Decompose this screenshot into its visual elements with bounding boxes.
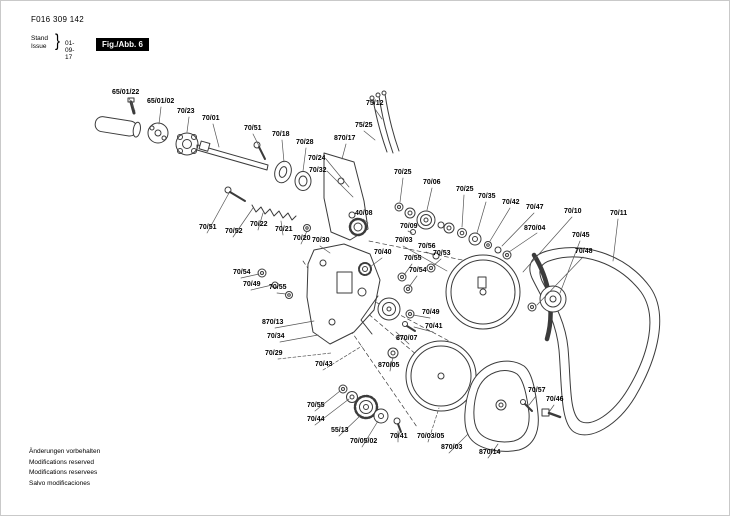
washer-small (303, 224, 311, 232)
roller-assembly (94, 97, 141, 138)
washer-small-hole (305, 226, 309, 230)
drive-shaft (196, 140, 269, 171)
guard-screws (520, 399, 562, 419)
upper-pulley (445, 254, 521, 330)
sprocket-cluster (338, 384, 402, 433)
figure-badge: Fig./Abb. 6 (96, 38, 149, 51)
star-coupler (175, 132, 199, 156)
flange-washer (274, 160, 292, 184)
worm-gear (348, 217, 368, 237)
brace-glyph: } (55, 31, 61, 52)
stand-label: Stand (31, 35, 48, 42)
screw-small-top (253, 141, 266, 160)
control-cables (369, 90, 400, 154)
idler-bracket (360, 295, 416, 359)
spring (251, 204, 297, 221)
legal-line-de: Änderungen vorbehalten (29, 448, 101, 455)
mount-plate-lower (306, 243, 381, 345)
drive-belt (529, 247, 661, 436)
screw-small-left (224, 186, 246, 202)
belt-tensioner (527, 252, 567, 342)
issue-words: Stand Issue (31, 35, 48, 51)
belt-guard (464, 360, 539, 452)
bearing (294, 171, 312, 191)
legal-line-fr: Modifications reservees (29, 469, 98, 476)
pinion-gear (358, 262, 372, 276)
document-number: F016 309 142 (31, 15, 84, 24)
lower-pulley (405, 340, 477, 412)
coupling-disc (147, 122, 169, 144)
issue-date: 01-09-17 (65, 40, 75, 61)
leader-lines (128, 97, 619, 459)
issue-label: Issue (31, 43, 47, 50)
legal-footer: Änderungen vorbehalten Modifications res… (29, 447, 100, 489)
legal-line-en: Modifications reserved (29, 458, 95, 466)
legal-line-es: Salvo modificaciones (29, 479, 91, 487)
washer-stack (394, 202, 512, 260)
